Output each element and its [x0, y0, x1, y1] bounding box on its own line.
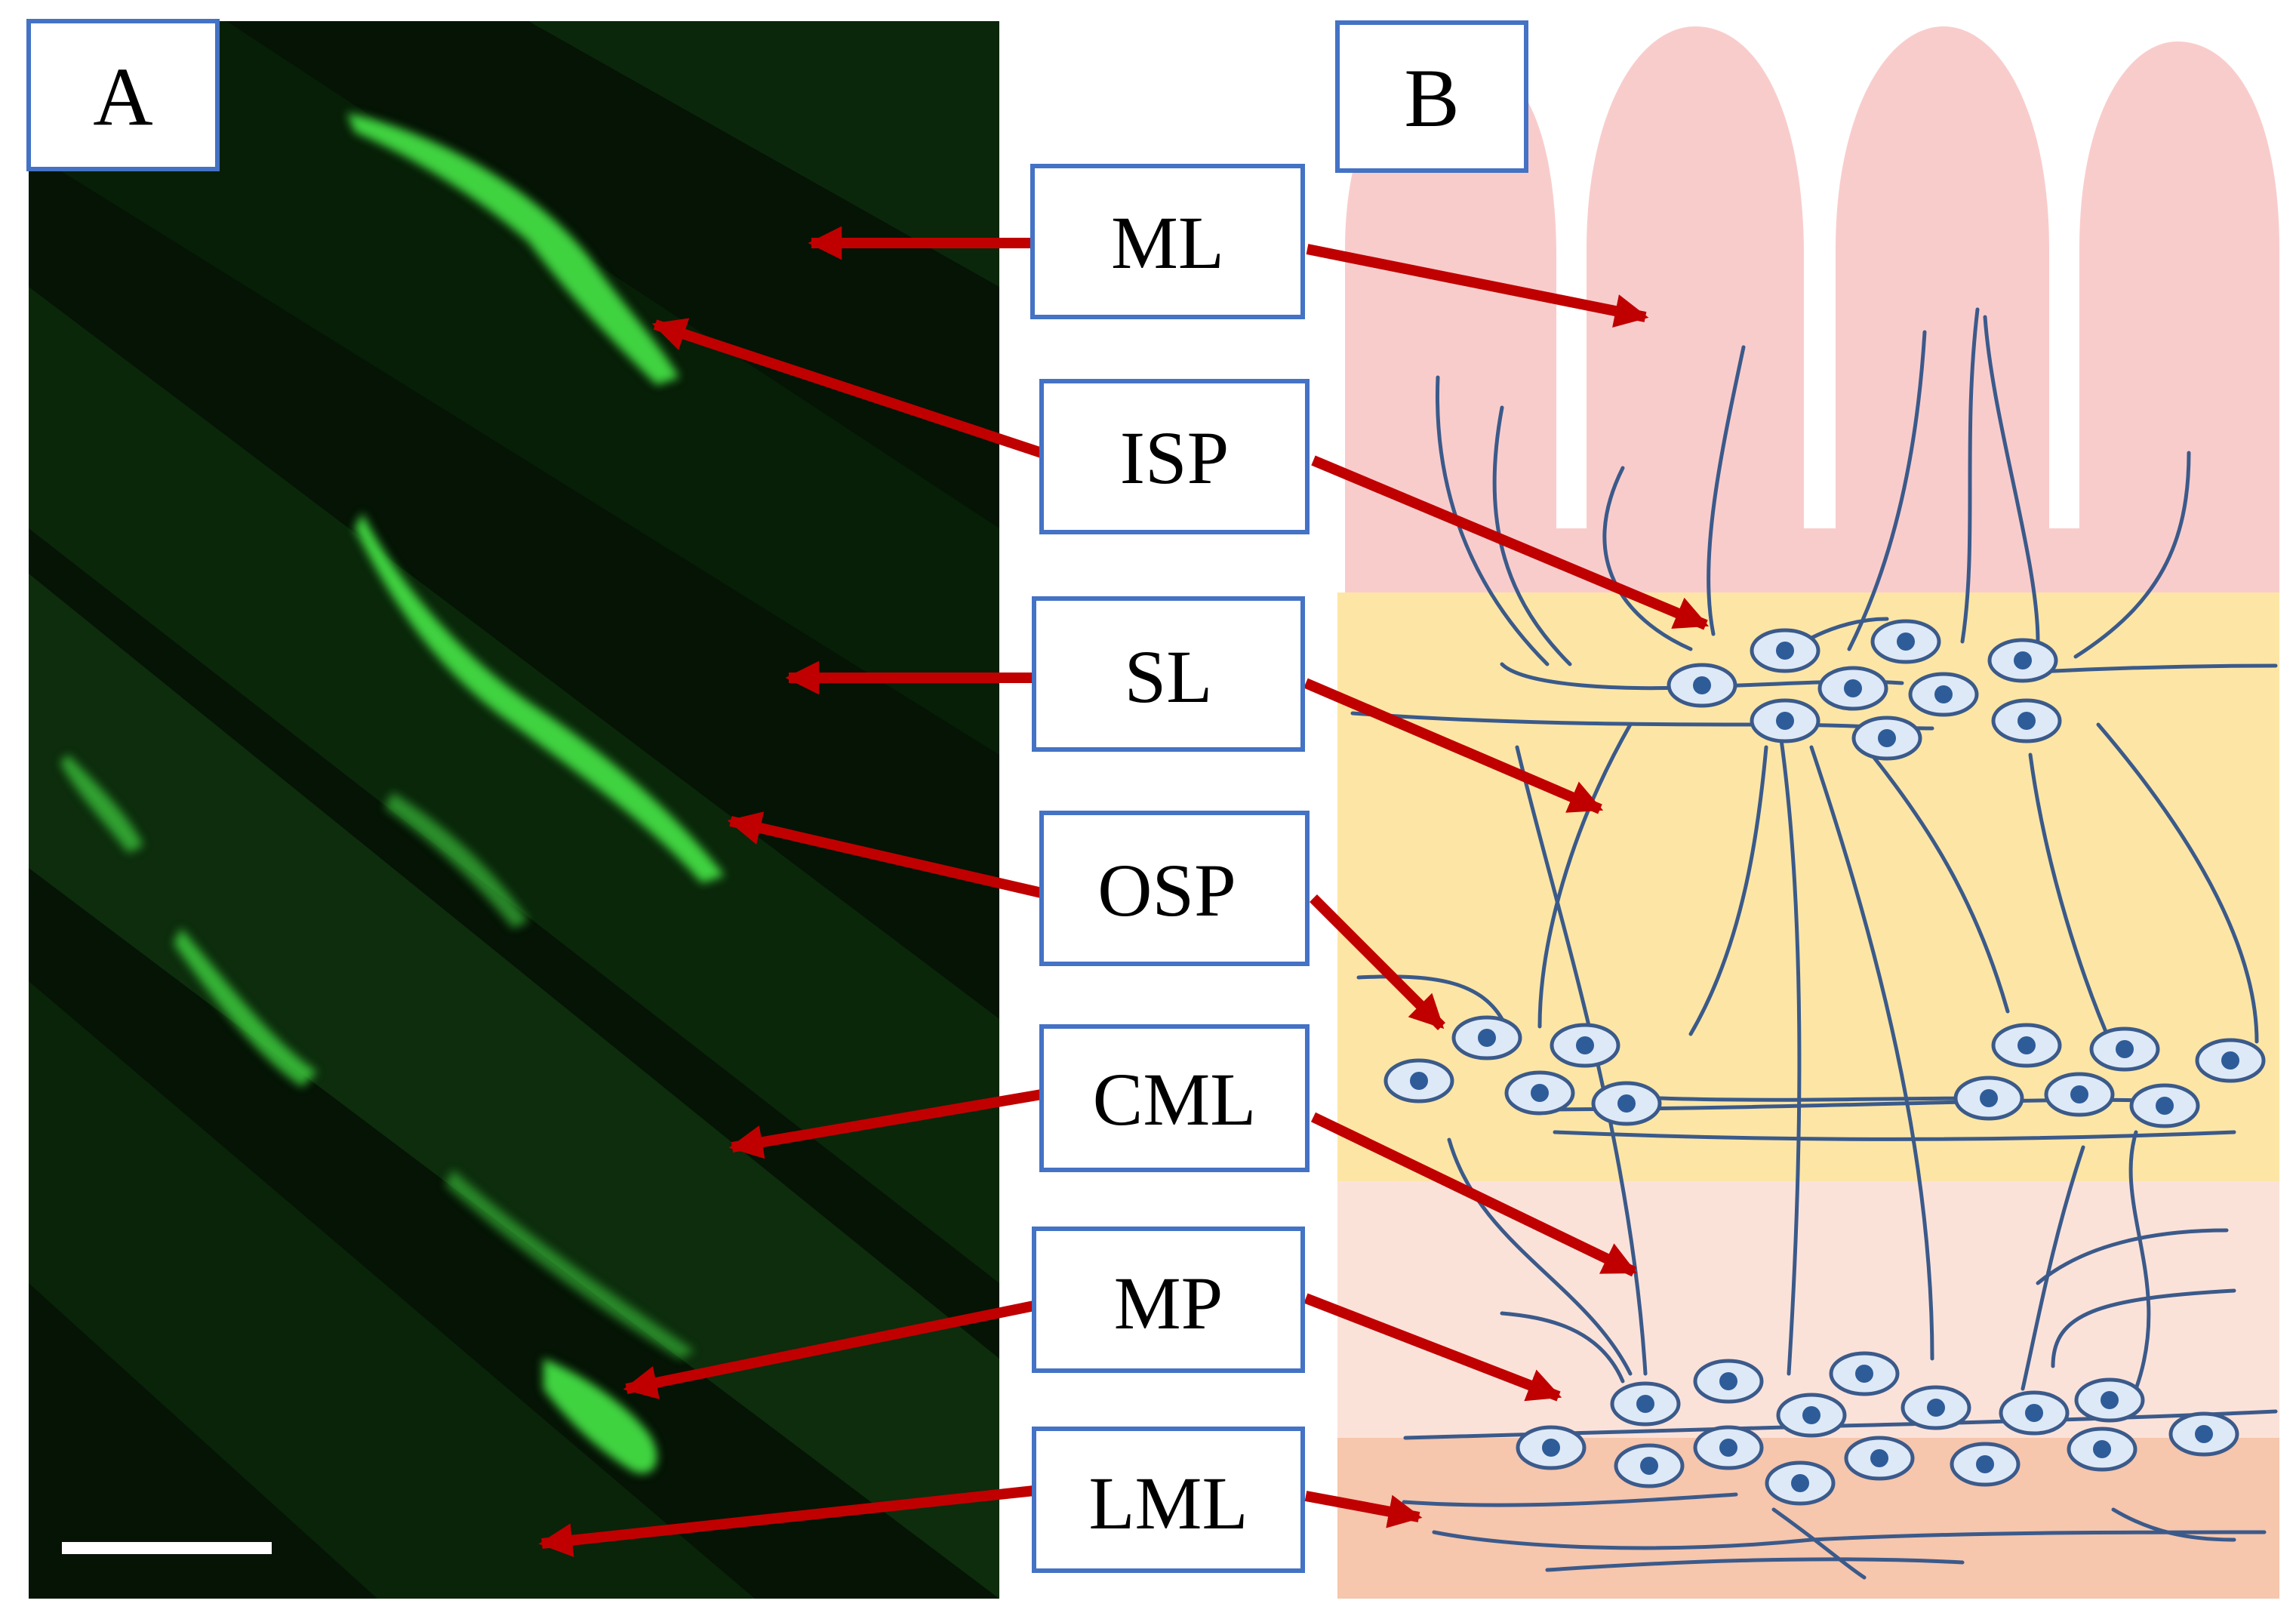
fluorescent-plexus: [60, 113, 725, 1473]
label-sl-text: SL: [1125, 635, 1213, 719]
arrow-isp-right: [1311, 455, 1710, 630]
label-isp: ISP: [1039, 379, 1310, 534]
panel-a-label-box: [26, 19, 220, 171]
label-osp: OSP: [1039, 811, 1310, 966]
arrow-isp-left: [651, 318, 1044, 458]
arrow-ml-right: [1306, 244, 1649, 328]
outer-submucosal-plexus: [1383, 1015, 2266, 1128]
arrow-cml-right: [1310, 1112, 1638, 1277]
pointer-arrows: [538, 226, 1710, 1557]
arrow-cml-left: [728, 1089, 1043, 1159]
label-mp-text: MP: [1114, 1261, 1223, 1345]
myenteric-plexus: [1516, 1351, 2239, 1506]
arrow-osp-right: [1310, 894, 1445, 1030]
label-cml: CML: [1039, 1024, 1310, 1172]
panel-b-label: B: [1404, 52, 1459, 144]
label-lml: LML: [1032, 1427, 1305, 1573]
layer-labels: ML ISP SL OSP CML MP LML: [1030, 164, 1310, 1573]
arrow-mp-right: [1303, 1293, 1562, 1402]
arrow-osp-left: [727, 811, 1043, 898]
label-isp-text: ISP: [1120, 416, 1230, 500]
arrow-lml-right: [1304, 1491, 1423, 1528]
label-ml-text: ML: [1111, 201, 1224, 285]
panel-b-schematic: [1337, 26, 2279, 1599]
label-cml-text: CML: [1093, 1057, 1257, 1141]
arrow-sl-right: [1303, 678, 1604, 814]
panel-b-label-box: [1335, 20, 1528, 173]
tissue-bands: [29, 21, 999, 1599]
label-osp-text: OSP: [1097, 848, 1236, 932]
panel-a-micrograph: [29, 21, 999, 1599]
arrow-lml-left: [538, 1485, 1035, 1557]
mucosa-villi: [1345, 26, 2279, 593]
label-ml: ML: [1030, 164, 1305, 319]
inner-submucosal-plexus: [1667, 619, 2062, 761]
panel-a-label: A: [93, 51, 152, 143]
arrow-mp-left: [623, 1300, 1036, 1399]
neurons: [1383, 619, 2266, 1506]
label-sl: SL: [1032, 596, 1305, 752]
scale-bar: [62, 1542, 272, 1554]
submucosa-layer: [1337, 593, 2279, 1181]
label-lml-text: LML: [1088, 1461, 1248, 1545]
label-mp: MP: [1032, 1227, 1305, 1373]
